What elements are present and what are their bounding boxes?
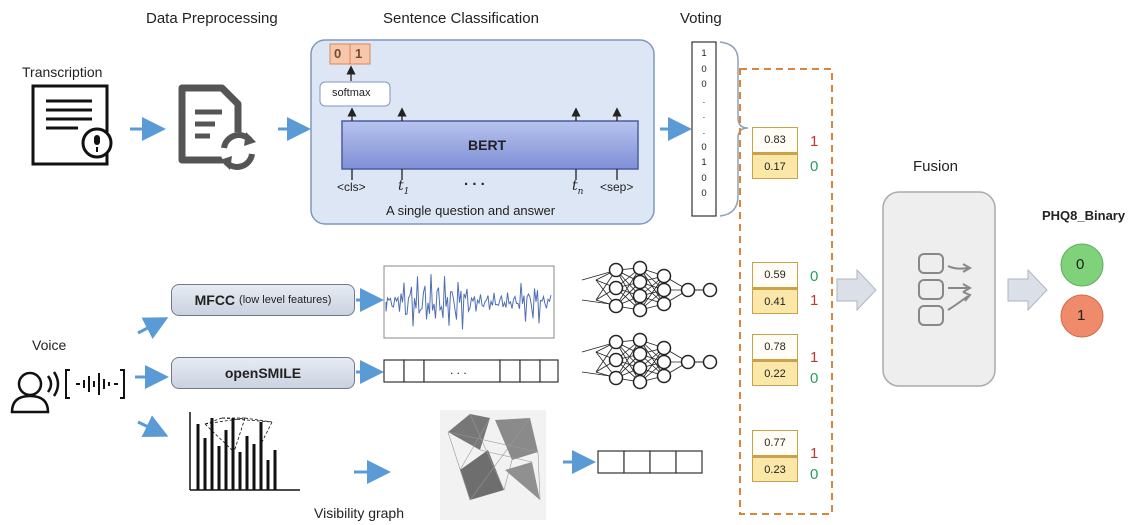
score-top-4: 0.77 — [752, 430, 798, 456]
score-container — [739, 68, 833, 515]
score-bottom-4: 0.23 — [752, 456, 798, 482]
mfcc-sublabel: (low level features) — [239, 294, 332, 306]
output-class-1-circle — [1060, 294, 1104, 338]
output-class-1-label: 1 — [1077, 307, 1086, 324]
bert-label: BERT — [468, 137, 507, 153]
neural-network-opensmile — [581, 332, 718, 390]
neural-network-mfcc — [581, 260, 718, 318]
token-sep: <sep> — [600, 180, 634, 194]
mfcc-pill: MFCC (low level features) — [171, 284, 355, 316]
fusion-icon — [918, 253, 973, 326]
voice-waveform-icon — [65, 369, 125, 399]
token-cls: <cls> — [337, 180, 366, 194]
score-label-3b: 0 — [810, 370, 819, 387]
input-label-transcription: Transcription — [22, 64, 103, 80]
softmax-box — [319, 81, 391, 107]
output-class-0-circle — [1060, 243, 1104, 287]
vote-value: . — [702, 110, 706, 122]
opensmile-pill: openSMILE — [171, 357, 355, 389]
score-label-1a: 1 — [810, 133, 819, 150]
mfcc-waveform — [385, 274, 552, 330]
bert-internal-arrows — [346, 65, 622, 180]
input-label-voice: Voice — [32, 337, 67, 353]
visibility-graph-plot — [189, 412, 300, 491]
voting-vector-values: 1 0 0 . . . 0 1 0 0 — [692, 46, 716, 202]
score-label-2a: 0 — [810, 268, 819, 285]
score-bottom-2: 0.41 — [752, 288, 798, 314]
score-label-4b: 0 — [810, 466, 819, 483]
vote-value: 0 — [701, 141, 707, 153]
score-bottom-1: 0.17 — [752, 153, 798, 179]
fusion-box — [882, 191, 996, 387]
vote-value: 0 — [701, 79, 707, 91]
score-label-1b: 0 — [810, 158, 819, 175]
mfcc-waveform-box — [383, 265, 555, 339]
bert-box — [341, 120, 639, 170]
score-label-3a: 1 — [810, 349, 819, 366]
vote-value: 1 — [701, 48, 707, 59]
bert-caption: A single question and answer — [386, 203, 556, 218]
softmax-label: softmax — [332, 87, 371, 99]
voting-vector-box — [691, 41, 717, 217]
flow-arrows — [130, 117, 692, 484]
vote-value: 0 — [701, 188, 707, 200]
transcription-document-icon — [31, 84, 113, 166]
opensmile-feature-vector — [383, 359, 559, 383]
score-bottom-3: 0.22 — [752, 360, 798, 386]
vote-value: 1 — [701, 157, 707, 169]
mfcc-label: MFCC — [194, 292, 236, 308]
stage-title-fusion: Fusion — [913, 158, 959, 175]
bert-output-0: 0 — [334, 46, 342, 61]
opensmile-label: openSMILE — [224, 365, 302, 381]
visibility-feature-vector — [597, 450, 703, 474]
token-tn: tn — [572, 178, 584, 197]
stage-title-voting: Voting — [680, 10, 722, 27]
to-fusion-arrow — [836, 268, 877, 312]
bert-output-box-1 — [349, 43, 371, 65]
score-label-4a: 1 — [810, 445, 819, 462]
opensmile-dots: . . . — [450, 363, 467, 377]
score-top-2: 0.59 — [752, 262, 798, 288]
token-dots: . . . — [464, 172, 485, 189]
output-class-0-label: 0 — [1076, 256, 1085, 273]
voting-bracket — [719, 41, 749, 217]
visibility-graph-label: Visibility graph — [314, 505, 405, 521]
output-title: PHQ8_Binary — [1042, 208, 1126, 223]
to-output-arrow — [1007, 268, 1048, 312]
vote-value: 0 — [701, 63, 707, 75]
score-top-1: 0.83 — [752, 127, 798, 153]
visibility-graph-network — [440, 410, 546, 520]
bert-output-1: 1 — [355, 46, 363, 61]
vote-value: 0 — [701, 172, 707, 184]
stage-title-preprocessing: Data Preprocessing — [146, 10, 278, 27]
voice-person-icon — [10, 371, 60, 414]
vote-value: . — [702, 94, 706, 106]
vote-value: . — [702, 125, 706, 137]
stage-title-classification: Sentence Classification — [383, 10, 539, 27]
token-t1: t1 — [398, 178, 410, 197]
score-label-2b: 1 — [810, 292, 819, 309]
preprocess-document-icon — [178, 84, 256, 170]
score-top-3: 0.78 — [752, 334, 798, 360]
